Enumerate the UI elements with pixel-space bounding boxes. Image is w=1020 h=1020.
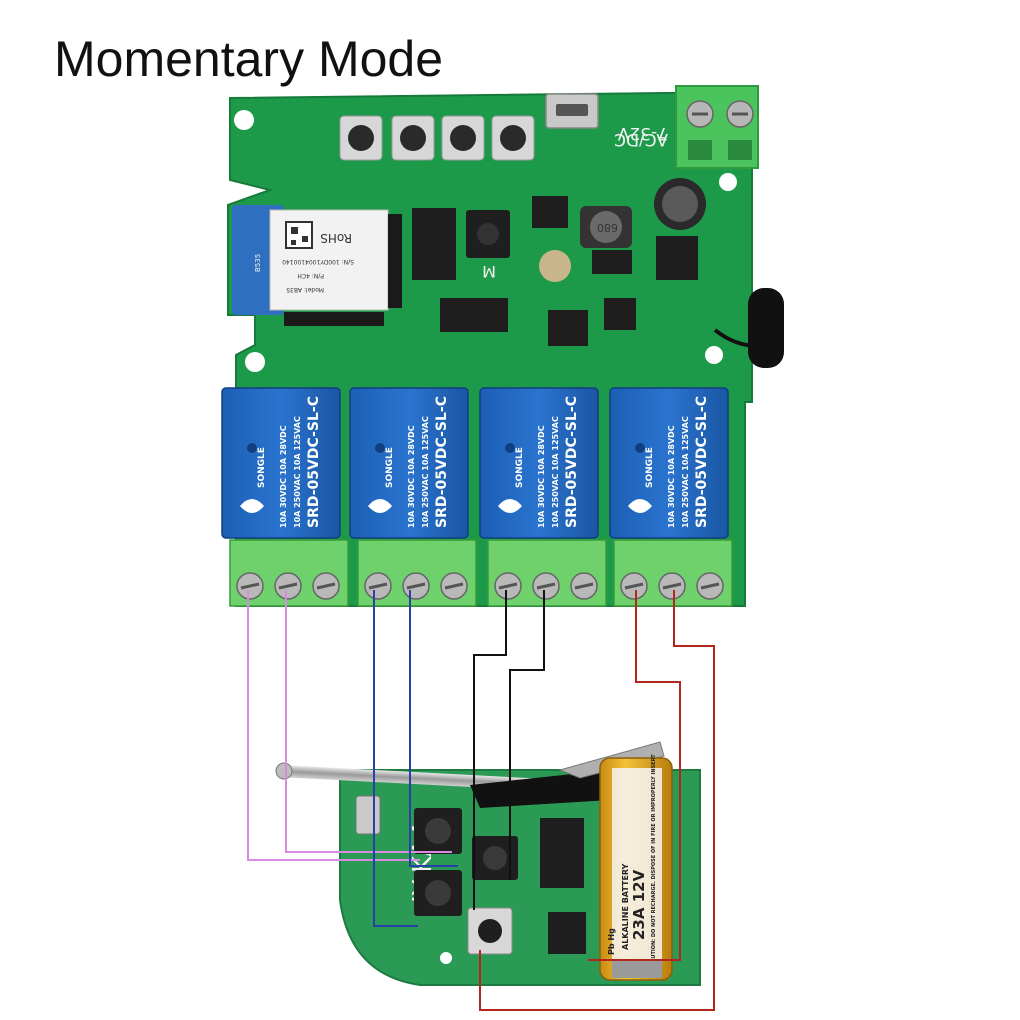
wifi-module: RoHS S/N: 100DY1004100140 P/N: 4CH Model… xyxy=(232,205,402,326)
wires xyxy=(247,590,715,1011)
module-model-label: Model: AB35 xyxy=(286,286,324,293)
relay-rating-label: 10A 30VDC 10A 28VDC xyxy=(407,425,416,528)
ic-chip xyxy=(548,310,588,346)
relay-pin-mark xyxy=(635,443,645,453)
red-wire-1 xyxy=(588,590,681,961)
power-voltage-label: 7-32V xyxy=(617,123,668,143)
terminal-block-1 xyxy=(229,539,349,607)
page-title: Momentary Mode xyxy=(54,31,444,87)
ic-chip xyxy=(592,250,632,274)
relay-3: SRD-05VDC-SL-C 10A 250VAC 10A 125VAC 10A 3… xyxy=(479,387,599,539)
ic-chip xyxy=(412,208,456,280)
terminal-block-3 xyxy=(487,539,607,607)
relay-rating-label: 10A 30VDC 10A 28VDC xyxy=(667,425,676,528)
module-rohs-label: RoHS xyxy=(320,231,352,245)
battery-warning: CAUTION: DO NOT RECHARGE. DISPOSE OF IN … xyxy=(651,754,657,966)
relay-rating-label: 10A 250VAC 10A 125VAC xyxy=(293,416,302,528)
mounting-hole xyxy=(234,110,254,130)
remote-ic xyxy=(548,912,586,954)
relay-brand-label: SONGLE xyxy=(515,447,525,488)
relay-model-label: SRD-05VDC-SL-C xyxy=(564,396,580,528)
relay-logo-icon xyxy=(368,499,392,513)
relay-brand-label: SONGLE xyxy=(385,447,395,488)
remote-mounting-hole xyxy=(440,952,452,964)
ic-chip xyxy=(532,196,568,228)
output-terminals xyxy=(229,539,733,607)
telescopic-antenna xyxy=(275,762,610,808)
remote-button-set xyxy=(414,808,518,955)
battery-model: 23A 12V xyxy=(630,869,648,940)
relay-1: SRD-05VDC-SL-C 10A 250VAC 10A 125VAC 10A 3… xyxy=(221,387,341,539)
relay-pin-mark xyxy=(505,443,515,453)
relay-pin-mark xyxy=(247,443,257,453)
power-type-label: AC/DC xyxy=(614,129,668,149)
module-pn-label: P/N: 4CH xyxy=(297,272,324,279)
battery-code: Pb Hg xyxy=(607,928,616,955)
terminal-block-2 xyxy=(357,539,477,607)
black-wire-2 xyxy=(509,590,545,880)
relay-board: 7-32V AC/DC RoHS S/N: 100DY1004100140 P/… xyxy=(221,85,784,607)
relay-brand-label: SONGLE xyxy=(645,447,655,488)
relay-logo-icon xyxy=(240,499,264,513)
ic-chip xyxy=(604,298,636,330)
board-antenna xyxy=(748,288,784,368)
pink-wire-2 xyxy=(285,590,452,853)
mounting-hole xyxy=(705,346,723,364)
remote-transmitter: JY-KA4 ALKALINE BATTERY xyxy=(275,741,701,986)
relay-pin-mark xyxy=(375,443,385,453)
module-edge-label: B535 xyxy=(254,254,262,272)
relay-rating-label: 10A 250VAC 10A 125VAC xyxy=(421,416,430,528)
battery: ALKALINE BATTERY 23A 12V CAUTION: DO NOT… xyxy=(558,741,673,981)
tact-switch-row xyxy=(339,115,535,161)
relay-4: SRD-05VDC-SL-C 10A 250VAC 10A 125VAC 10A 3… xyxy=(609,387,729,539)
relay-rating-label: 10A 250VAC 10A 125VAC xyxy=(681,416,690,528)
inductor-code: 680 xyxy=(597,221,618,234)
relay-model-label: SRD-05VDC-SL-C xyxy=(306,396,322,528)
power-terminal xyxy=(675,85,759,169)
mode-button-label: M xyxy=(482,262,496,281)
relay-model-label: SRD-05VDC-SL-C xyxy=(434,396,450,528)
ic-chip xyxy=(440,298,508,332)
relay-2: SRD-05VDC-SL-C 10A 250VAC 10A 125VAC 10A 3… xyxy=(349,387,469,539)
relay-logo-icon xyxy=(628,499,652,513)
relay-model-label: SRD-05VDC-SL-C xyxy=(694,396,710,528)
battery-brand: ALKALINE BATTERY xyxy=(621,863,630,950)
module-sn-label: S/N: 100DY1004100140 xyxy=(282,258,354,265)
capacitor xyxy=(539,250,571,282)
crystal xyxy=(355,795,381,835)
mounting-hole xyxy=(719,173,737,191)
relay-brand-label: SONGLE xyxy=(257,447,267,488)
mounting-hole xyxy=(245,352,265,372)
red-wire-2 xyxy=(479,590,715,1011)
remote-ic xyxy=(540,818,584,888)
blue-wire-1 xyxy=(373,590,418,927)
pink-wire-1 xyxy=(247,590,420,861)
ic-chip xyxy=(656,236,698,280)
relay-row: SRD-05VDC-SL-C 10A 250VAC 10A 125VAC 10A 3… xyxy=(221,387,729,539)
relay-rating-label: 10A 30VDC 10A 28VDC xyxy=(279,425,288,528)
relay-rating-label: 10A 250VAC 10A 125VAC xyxy=(551,416,560,528)
blue-wire-2 xyxy=(409,590,458,867)
black-wire-1 xyxy=(473,590,507,910)
relay-logo-icon xyxy=(498,499,522,513)
relay-rating-label: 10A 30VDC 10A 28VDC xyxy=(537,425,546,528)
